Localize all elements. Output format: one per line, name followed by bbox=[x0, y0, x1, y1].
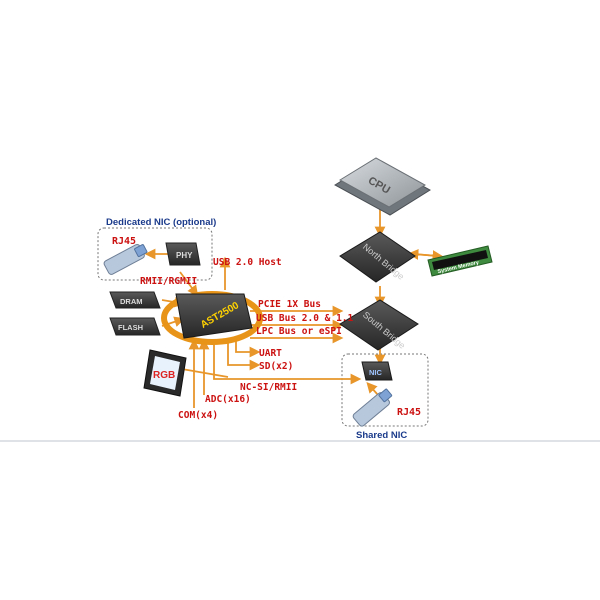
shared-nic-group-box bbox=[341, 353, 429, 427]
ncsi-label: NC-SI/RMII bbox=[240, 382, 297, 393]
monitor-icon: RGB bbox=[143, 349, 187, 397]
dram-chip: DRAM bbox=[109, 291, 161, 309]
sd-label: SD(x2) bbox=[259, 361, 293, 372]
rj45-nic-arrow bbox=[366, 381, 379, 396]
lpc-label: LPC Bus or eSPI bbox=[256, 326, 342, 337]
uart-arrow bbox=[235, 338, 261, 358]
rj45-dedicated-connector bbox=[103, 243, 148, 275]
com-label: COM(x4) bbox=[178, 410, 218, 421]
cpu-chip: CPU bbox=[334, 157, 431, 216]
nic-label: NIC bbox=[369, 368, 383, 377]
usb-host-label: USB 2.0 Host bbox=[213, 257, 282, 268]
rj45-dedicated-label: RJ45 bbox=[112, 236, 136, 247]
phy-label: PHY bbox=[176, 251, 193, 260]
dedicated-nic-title: Dedicated NIC (optional) bbox=[106, 217, 216, 228]
rmii-label: RMII/RGMII bbox=[140, 276, 197, 287]
flash-label: FLASH bbox=[118, 323, 143, 332]
uart-label: UART bbox=[259, 348, 282, 359]
rj45-shared-connector bbox=[352, 388, 393, 427]
adc-label: ADC(x16) bbox=[205, 394, 251, 405]
sd-arrow bbox=[227, 342, 261, 371]
link-labels: USB 2.0 Host RMII/RGMII PCIE 1X Bus USB … bbox=[140, 257, 354, 421]
usb-bus-label: USB Bus 2.0 & 1.1 bbox=[256, 313, 354, 324]
nic-chip: NIC bbox=[361, 361, 393, 381]
rj45-shared-label: RJ45 bbox=[397, 407, 421, 418]
phy-chip: PHY bbox=[165, 242, 201, 266]
pcie-label: PCIE 1X Bus bbox=[258, 299, 321, 310]
flash-chip: FLASH bbox=[109, 317, 161, 336]
bmc-chip: AST2500 bbox=[161, 291, 263, 345]
south-bridge-chip: South Bridge bbox=[339, 299, 419, 351]
memory-module: System Memory bbox=[427, 245, 493, 277]
rgb-label: RGB bbox=[153, 370, 175, 381]
north-bridge-chip: North Bridge bbox=[339, 231, 416, 283]
dram-label: DRAM bbox=[120, 297, 143, 306]
phy-bmc-arrow bbox=[179, 271, 199, 297]
shared-nic-title: Shared NIC bbox=[356, 430, 407, 441]
ncsi-arrow bbox=[213, 343, 362, 385]
memory-north-arrow bbox=[407, 249, 439, 260]
connection-arrows bbox=[144, 208, 444, 408]
